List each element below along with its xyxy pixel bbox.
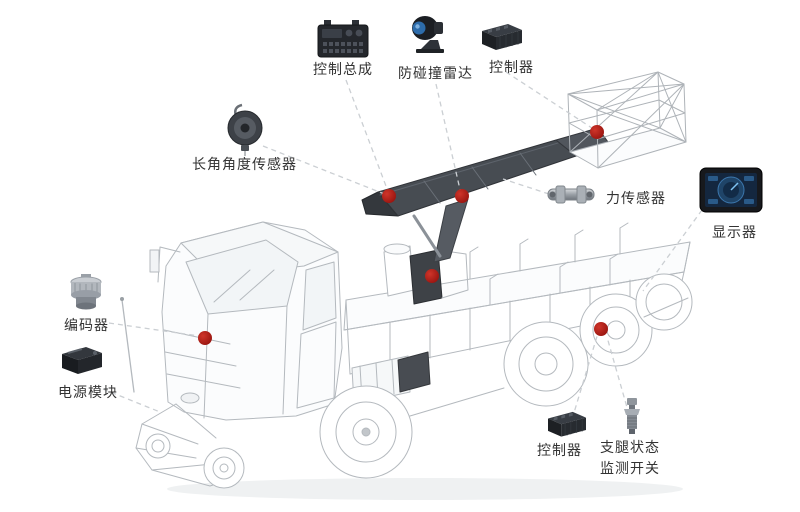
controller-bottom-icon [547, 411, 587, 438]
label-encoder: 编码器 [64, 317, 109, 333]
angle-sensor-icon [227, 103, 263, 156]
outrigger-switch-icon [624, 398, 640, 434]
power-module-icon [62, 347, 102, 374]
label-outrigger-switch: 支腿状态 监测开关 [600, 437, 660, 479]
leader-line-display [642, 209, 703, 292]
control-assembly-icon [317, 20, 369, 58]
antenna [121, 299, 135, 393]
label-control-assembly: 控制总成 [313, 61, 373, 77]
leader-line-angle-sensor [262, 145, 388, 196]
marker-rear-axle [594, 322, 608, 336]
label-outrigger-switch-line2: 监测开关 [600, 460, 660, 476]
label-outrigger-switch-line1: 支腿状态 [600, 439, 660, 455]
controller-top-icon [481, 23, 523, 51]
leader-line-power-module [102, 388, 161, 413]
ground-shadow [167, 478, 683, 500]
marker-turret [425, 269, 439, 283]
marker-cab-door [198, 331, 212, 345]
marker-boom-pivot [382, 189, 396, 203]
label-controller-bottom: 控制器 [537, 442, 582, 458]
label-anti-collision-radar: 防碰撞雷达 [398, 65, 473, 81]
marker-boom-mid [455, 189, 469, 203]
load-cell-icon [547, 185, 595, 204]
label-angle-sensor: 长角角度传感器 [192, 156, 297, 172]
label-controller-top: 控制器 [489, 59, 534, 75]
radar-sensor-icon [412, 16, 444, 53]
leader-line-radar [435, 83, 462, 195]
leader-line-outrigger-switch [606, 336, 635, 433]
marker-dots [198, 125, 608, 345]
leader-line-force-sensor [502, 178, 550, 195]
leader-line-control-assembly [345, 79, 390, 195]
marker-basket-base [590, 125, 604, 139]
leader-lines [102, 71, 703, 437]
display-monitor-icon [699, 167, 763, 213]
label-display: 显示器 [712, 224, 757, 240]
leader-line-encoder [108, 322, 200, 337]
label-power-module: 电源模块 [58, 384, 118, 400]
truck-illustration [120, 71, 693, 500]
encoder-icon [70, 274, 102, 310]
label-force-sensor: 力传感器 [606, 190, 666, 206]
